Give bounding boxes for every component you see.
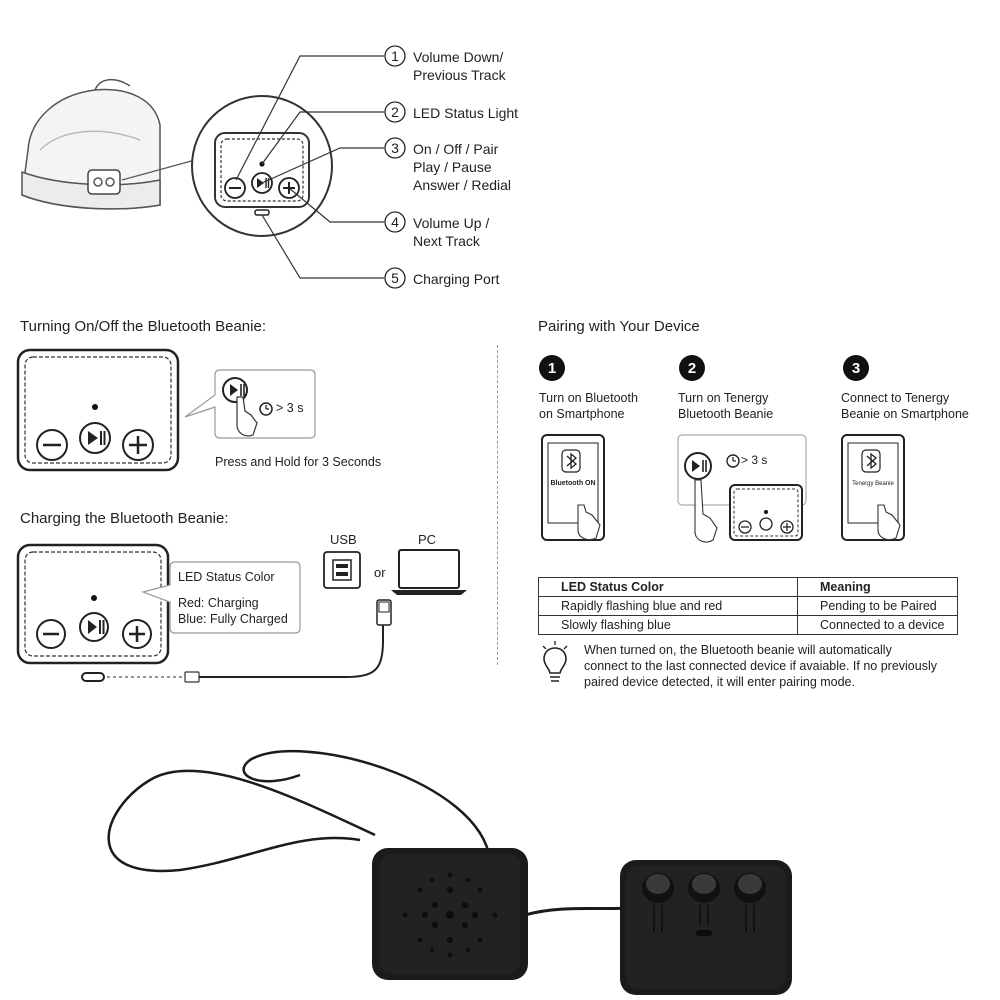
charging-diagram: [16, 543, 467, 683]
callout-3-number: 3: [391, 140, 399, 156]
usb-label: USB: [330, 532, 357, 547]
table-cell: Slowly flashing blue: [538, 615, 798, 635]
beanie-illustration: [21, 78, 161, 210]
play-pause-icon: [79, 612, 109, 642]
led-status-table: LED Status Color Meaning Rapidly flashin…: [538, 577, 958, 635]
minus-icon: [36, 429, 68, 461]
step-2-number: 2: [687, 360, 697, 377]
table-cell: Pending to be Paired: [797, 596, 958, 616]
micro-usb-plug-icon: [184, 671, 200, 683]
phone-icon: [841, 434, 905, 541]
callout-4-label: Volume Up /Next Track: [413, 215, 490, 249]
usb-port-icon: [323, 551, 361, 589]
table-row: Rapidly flashing blue and red Pending to…: [538, 596, 958, 616]
volume-up-photo-button: [734, 873, 766, 932]
usb-plug-icon: [376, 599, 392, 626]
callout-5-number: 5: [391, 270, 399, 286]
table-cell: Connected to a device: [797, 615, 958, 635]
step-3-number: 3: [851, 360, 861, 377]
phone-3-screen-text: Tenergy Beanie: [852, 481, 894, 487]
step-1-number: 1: [547, 360, 557, 377]
callout-4-number: 4: [391, 214, 399, 230]
phone-1-screen-text: Bluetooth ON: [550, 480, 596, 487]
turning-timer: > 3 s: [276, 401, 304, 415]
lightbulb-icon: [542, 641, 568, 682]
callout-2-label: LED Status Light: [413, 105, 519, 121]
table-cell: Rapidly flashing blue and red: [538, 596, 798, 616]
hardware-diagram: [21, 45, 406, 289]
table-header: LED Status Color: [538, 577, 798, 597]
volume-down-photo-button: [642, 873, 674, 932]
callout-1-number: 1: [391, 48, 399, 64]
phone-icon: [541, 434, 605, 541]
bluetooth-icon: [861, 449, 881, 473]
minus-icon: [36, 619, 66, 649]
plus-icon: [122, 429, 154, 461]
play-pause-icon: [79, 422, 111, 454]
beanie-device-icon: [677, 434, 807, 543]
product-photo: [107, 749, 792, 995]
table-row: Slowly flashing blue Connected to a devi…: [538, 615, 958, 635]
clock-icon: [726, 454, 740, 468]
callout-2-number: 2: [391, 104, 399, 120]
led-status-box: LED Status Color Red: Charging Blue: Ful…: [178, 570, 288, 626]
clock-icon: [259, 402, 273, 416]
minus-button-icon: [224, 177, 246, 199]
play-pause-icon: [684, 452, 712, 480]
turning-title: Turning On/Off the Bluetooth Beanie:: [20, 318, 266, 335]
pairing-title: Pairing with Your Device: [538, 318, 700, 335]
turning-diagram: [16, 348, 316, 472]
charging-port-icon: [81, 672, 105, 682]
bluetooth-icon: [561, 449, 581, 473]
section-divider: [497, 345, 498, 665]
laptop-icon: [391, 549, 467, 595]
pc-label: PC: [418, 532, 437, 547]
table-header: Meaning: [797, 577, 958, 597]
speaker-module: [372, 848, 528, 980]
plus-icon: [122, 619, 152, 649]
callout-1-label: Volume Down/Previous Track: [413, 49, 506, 83]
tip-text: When turned on, the Bluetooth beanie wil…: [584, 643, 937, 689]
finger-icon: [236, 396, 258, 437]
table-header-row: LED Status Color Meaning: [538, 577, 958, 597]
play-pause-press-icon: [222, 377, 248, 403]
control-module: [620, 860, 792, 995]
pairing-diagram: [539, 355, 905, 543]
turning-caption: Press and Hold for 3 Seconds: [215, 455, 382, 469]
or-label: or: [374, 565, 386, 580]
callout-5-label: Charging Port: [413, 271, 500, 287]
step-2-timer: > 3 s: [741, 453, 768, 467]
charging-title: Charging the Bluetooth Beanie:: [20, 510, 229, 527]
play-pause-photo-button: [688, 873, 720, 936]
